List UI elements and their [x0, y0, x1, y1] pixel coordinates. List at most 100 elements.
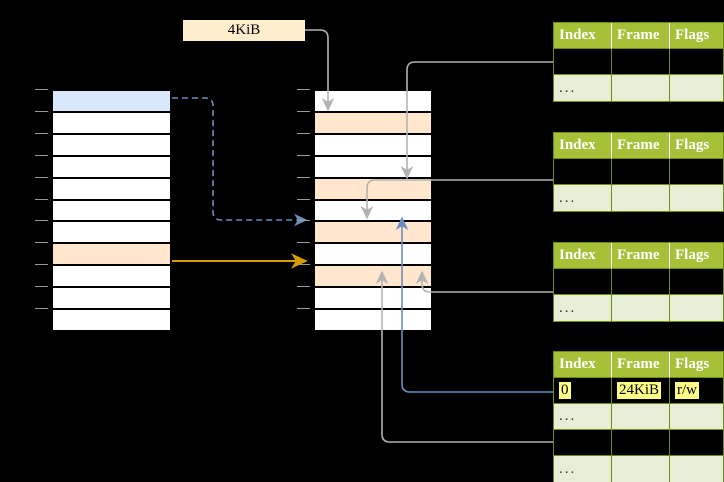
row-tick-mark — [35, 154, 48, 156]
row-tick-mark — [35, 132, 48, 134]
cell-frame — [612, 185, 670, 211]
highlighted-value: 0 — [559, 382, 571, 399]
page-table-4-row[interactable]: ... — [554, 456, 723, 482]
virtual-page-row — [52, 309, 171, 331]
cell-index: 0 — [554, 159, 612, 185]
cell-frame: 32KiB — [612, 430, 670, 456]
page-table-4-row[interactable]: ... — [554, 404, 723, 430]
cell-index: 0 — [554, 49, 612, 75]
row-tick-mark — [297, 154, 310, 156]
row-tick-mark — [35, 220, 48, 222]
column-header-frame: Frame — [612, 23, 670, 49]
row-tick-mark — [297, 89, 310, 90]
physical-frame-row — [314, 243, 432, 266]
physical-frame-row — [314, 309, 432, 331]
column-header-frame: Frame — [612, 133, 670, 159]
column-header-flags: Flags — [670, 243, 723, 269]
cell-flags — [670, 185, 723, 211]
highlighted-value: 24KiB — [617, 382, 662, 399]
cell-index: ... — [554, 75, 612, 101]
physical-frame-row — [314, 221, 432, 244]
row-tick-mark — [35, 110, 48, 112]
page-table-1-row[interactable]: ... — [554, 75, 723, 101]
physical-frame-row — [314, 265, 432, 288]
row-tick-mark — [35, 176, 48, 178]
cell-frame: 32KiB — [612, 269, 670, 295]
physical-frame-row — [314, 133, 432, 156]
cell-index: 8 — [554, 430, 612, 456]
column-header-flags: Flags — [670, 133, 723, 159]
physical-frame-row — [314, 90, 432, 112]
physical-frame-row — [314, 287, 432, 310]
virtual-page-row — [52, 111, 171, 134]
column-header-index: Index — [554, 133, 612, 159]
row-tick-mark — [35, 89, 48, 90]
column-header-index: Index — [554, 23, 612, 49]
column-header-index: Index — [554, 352, 612, 378]
page-table-3-row[interactable]: ... — [554, 295, 723, 321]
virtual-page-row — [52, 243, 171, 266]
cell-flags: r/w — [670, 159, 723, 185]
virtual-page-row — [52, 287, 171, 310]
column-header-flags: Flags — [670, 352, 723, 378]
cell-flags — [670, 404, 723, 430]
row-tick-mark — [297, 198, 310, 200]
row-tick-mark — [297, 220, 310, 222]
virtual-page-row — [52, 265, 171, 288]
cell-flags: r/w — [670, 49, 723, 75]
cell-frame — [612, 75, 670, 101]
row-tick-mark — [297, 110, 310, 112]
cell-flags: r/w — [670, 378, 723, 404]
physical-frame-row — [314, 199, 432, 222]
wire-virtual-page-blue — [172, 97, 308, 227]
row-tick-mark — [35, 308, 48, 310]
physical-frame-row — [314, 111, 432, 134]
cell-flags — [670, 456, 723, 482]
cell-index: ... — [554, 185, 612, 211]
row-tick-mark — [35, 198, 48, 200]
cell-flags: r/w — [670, 430, 723, 456]
page-size-label: 4KiB — [183, 20, 305, 41]
highlighted-value: r/w — [675, 382, 699, 399]
column-header-flags: Flags — [670, 23, 723, 49]
cell-frame — [612, 404, 670, 430]
virtual-page-row — [52, 177, 171, 200]
virtual-page-row — [52, 90, 171, 112]
row-tick-mark — [297, 132, 310, 134]
cell-index: 0 — [554, 378, 612, 404]
row-tick-mark — [297, 176, 310, 178]
row-tick-mark — [297, 264, 310, 266]
column-header-frame: Frame — [612, 243, 670, 269]
column-header-frame: Frame — [612, 352, 670, 378]
cell-flags — [670, 295, 723, 321]
cell-flags: r/w — [670, 269, 723, 295]
physical-memory-column — [313, 89, 433, 331]
page-size-label-text: 4KiB — [227, 22, 261, 38]
cell-index: 0 — [554, 269, 612, 295]
physical-frame-row — [314, 155, 432, 178]
virtual-page-row — [52, 155, 171, 178]
page-table-2-row[interactable]: ... — [554, 185, 723, 211]
cell-frame: 24KiB — [612, 159, 670, 185]
row-tick-mark — [297, 308, 310, 310]
page-table-4-row[interactable]: 0 24KiB r/w — [554, 378, 723, 404]
row-tick-mark — [297, 286, 310, 288]
row-tick-mark — [35, 286, 48, 288]
virtual-address-space-column — [51, 89, 172, 331]
cell-frame: 24KiB — [612, 378, 670, 404]
wire-table3-to-frame — [415, 270, 553, 293]
row-tick-mark — [297, 242, 310, 244]
